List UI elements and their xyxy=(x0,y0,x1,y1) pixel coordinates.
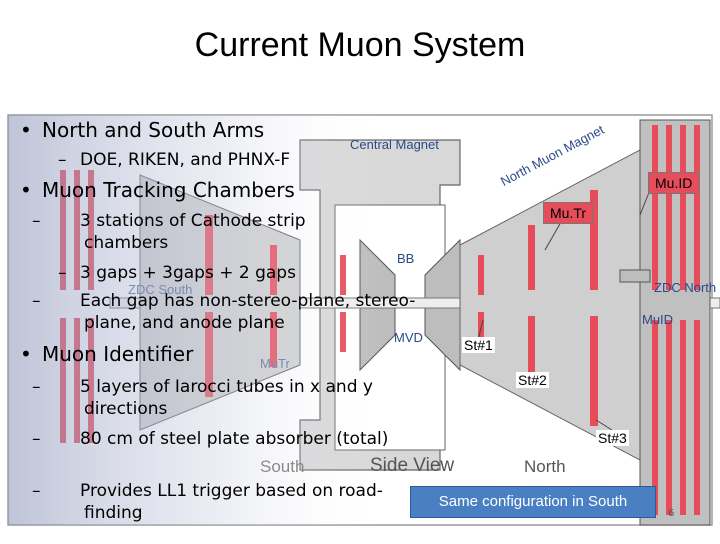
sub-bullet: –3 gaps + 3gaps + 2 gaps xyxy=(58,263,296,283)
bullet-tracking: •Muon Tracking Chambers xyxy=(20,178,295,202)
zdc-north-label: ZDC North xyxy=(654,280,717,295)
central-magnet-label: Central Magnet xyxy=(350,137,439,152)
side-view-label: Side View xyxy=(370,455,455,476)
bullet-arms: •North and South Arms xyxy=(20,118,265,142)
station-1-label: St#1 xyxy=(462,337,495,353)
mutr-tag: Mu.Tr xyxy=(543,202,594,224)
station-3-label: St#3 xyxy=(596,430,629,446)
sub-bullet: –Each gap has non-stereo-plane, stereo-p… xyxy=(32,291,416,333)
slide-title: Current Muon System xyxy=(194,26,526,64)
bullet-identifier: •Muon Identifier xyxy=(20,342,194,366)
page-number: 6 xyxy=(668,508,675,519)
mvd-label: MVD xyxy=(394,330,423,345)
sub-bullet: –Provides LL1 trigger based on road-find… xyxy=(32,481,383,523)
north-label: North xyxy=(524,457,566,476)
mutr-south-label: MuTr xyxy=(260,356,290,371)
zdc-south-label: ZDC South xyxy=(128,282,193,297)
station-2-label: St#2 xyxy=(516,372,549,388)
sub-bullet: –80 cm of steel plate absorber (total) xyxy=(32,429,389,449)
south-label: South xyxy=(260,457,305,476)
same-configuration-banner: Same configuration in South xyxy=(410,486,656,518)
muid-north-label: MuID xyxy=(642,312,674,327)
sub-bullet: –DOE, RIKEN, and PHNX-F xyxy=(58,150,291,170)
bb-label: BB xyxy=(397,251,415,266)
sub-bullet: –3 stations of Cathode strip chambers xyxy=(32,211,306,253)
sub-bullet: –5 layers of Iarocci tubes in x and y di… xyxy=(32,377,373,419)
muid-tag: Mu.ID xyxy=(648,172,700,194)
